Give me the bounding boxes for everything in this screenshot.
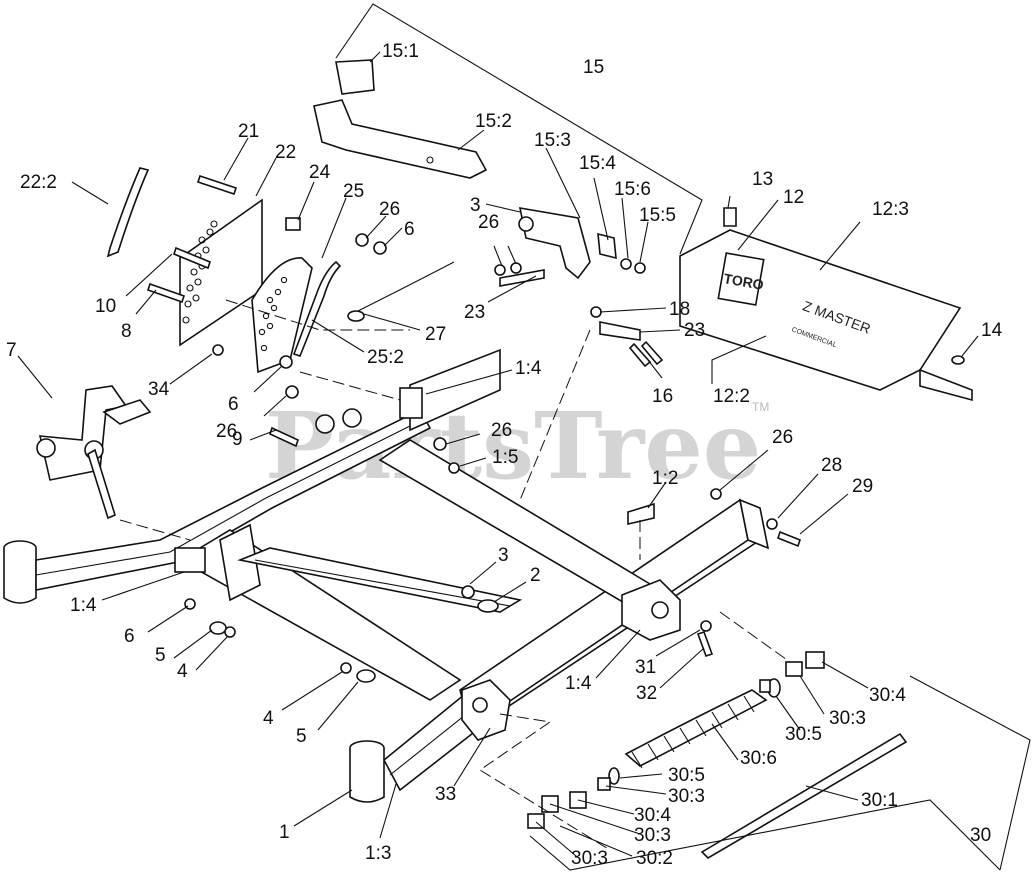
callout-25: 25 xyxy=(343,181,364,202)
callout-30-3b: 30:3 xyxy=(668,786,705,807)
callout-12-3: 12:3 xyxy=(872,199,909,220)
callout-31: 31 xyxy=(635,657,656,678)
callout-30: 30 xyxy=(970,825,991,846)
callout-23a: 23 xyxy=(464,302,485,323)
partstree-watermark: PartsTree TM xyxy=(265,392,769,500)
callout-30-3d: 30:3 xyxy=(571,848,608,869)
callout-2: 2 xyxy=(530,565,541,586)
callout-3a: 3 xyxy=(470,195,481,216)
callout-15-2: 15:2 xyxy=(475,111,512,132)
hardware xyxy=(146,174,801,683)
callout-5a: 5 xyxy=(155,645,166,666)
callout-30-4b: 30:4 xyxy=(634,805,671,826)
callout-1-3: 1:3 xyxy=(365,843,391,864)
callout-30-5a: 30:5 xyxy=(785,724,822,745)
callout-30-6: 30:6 xyxy=(740,748,777,769)
callout-32: 32 xyxy=(636,683,657,704)
callout-13: 13 xyxy=(752,169,773,190)
callout-7: 7 xyxy=(6,340,17,361)
callout-1-2: 1:2 xyxy=(652,468,678,489)
callout-22: 22 xyxy=(275,142,296,163)
callout-27: 27 xyxy=(425,324,446,345)
alignment-lines xyxy=(119,299,791,851)
callout-24: 24 xyxy=(309,162,331,183)
callout-30-1: 30:1 xyxy=(861,790,898,811)
callout-21: 21 xyxy=(238,121,259,142)
callout-30-3a: 30:3 xyxy=(829,708,866,729)
callout-3b: 3 xyxy=(498,545,509,566)
leader-lines xyxy=(17,51,979,857)
callout-5b: 5 xyxy=(296,726,307,747)
decal-brand: TORO xyxy=(723,270,765,293)
callout-15-6: 15:6 xyxy=(614,179,651,200)
main-frame xyxy=(3,348,770,803)
callout-1: 1 xyxy=(279,822,290,843)
callout-22-2: 22:2 xyxy=(20,172,57,193)
plate-25 xyxy=(251,257,313,374)
spring-assembly-30 xyxy=(527,651,908,860)
callout-26d: 26 xyxy=(491,420,512,441)
decal-panel-12: TORO Z MASTER COMMERCIAL xyxy=(679,207,973,402)
callout-15-3: 15:3 xyxy=(534,130,571,151)
callout-33: 33 xyxy=(435,784,456,805)
callout-14: 14 xyxy=(981,320,1003,341)
callout-16: 16 xyxy=(652,386,673,407)
assembly-brackets xyxy=(335,3,1031,871)
callout-29: 29 xyxy=(852,476,873,497)
callout-6b: 6 xyxy=(228,394,239,415)
plate-22 xyxy=(179,198,263,347)
callout-6c: 6 xyxy=(124,626,135,647)
callout-1-5: 1:5 xyxy=(492,447,518,468)
callout-26c: 26 xyxy=(216,421,237,442)
watermark-tm: TM xyxy=(752,400,769,414)
lever-assembly-7 xyxy=(36,385,152,520)
callout-1-4a: 1:4 xyxy=(515,358,542,379)
watermark-text: PartsTree xyxy=(265,392,761,500)
callout-30-4a: 30:4 xyxy=(869,685,906,706)
callout-26a: 26 xyxy=(379,199,400,220)
callout-9: 9 xyxy=(232,429,243,450)
callout-4a: 4 xyxy=(177,661,188,682)
callout-26e: 26 xyxy=(772,427,793,448)
callout-34: 34 xyxy=(148,379,170,400)
callout-8: 8 xyxy=(121,321,132,342)
callout-1-4c: 1:4 xyxy=(565,673,592,694)
callout-10: 10 xyxy=(95,296,116,317)
callout-1-4b: 1:4 xyxy=(70,595,97,616)
callout-28: 28 xyxy=(821,455,842,476)
callout-labels: 15:1 15 15:2 15:3 15:4 15:6 15:5 21 22 2… xyxy=(6,41,1003,869)
callout-23b: 23 xyxy=(684,320,705,341)
callout-25-2: 25:2 xyxy=(367,347,404,368)
part-25-2-strip xyxy=(292,260,342,357)
part-22-2-strip xyxy=(106,167,150,258)
callout-15-5: 15:5 xyxy=(639,205,676,226)
callout-15-4: 15:4 xyxy=(579,153,616,174)
callout-12: 12 xyxy=(783,187,804,208)
callout-6a: 6 xyxy=(404,219,415,240)
callout-26b: 26 xyxy=(478,212,499,233)
handle-assembly-15 xyxy=(313,59,646,280)
callout-4b: 4 xyxy=(263,708,274,729)
callout-30-2: 30:2 xyxy=(636,848,673,869)
callout-30-3c: 30:3 xyxy=(634,825,671,846)
callout-15-1: 15:1 xyxy=(382,41,419,62)
callout-12-2: 12:2 xyxy=(713,386,750,407)
callout-30-5b: 30:5 xyxy=(668,765,705,786)
callout-15: 15 xyxy=(583,57,604,78)
callout-18: 18 xyxy=(669,299,690,320)
